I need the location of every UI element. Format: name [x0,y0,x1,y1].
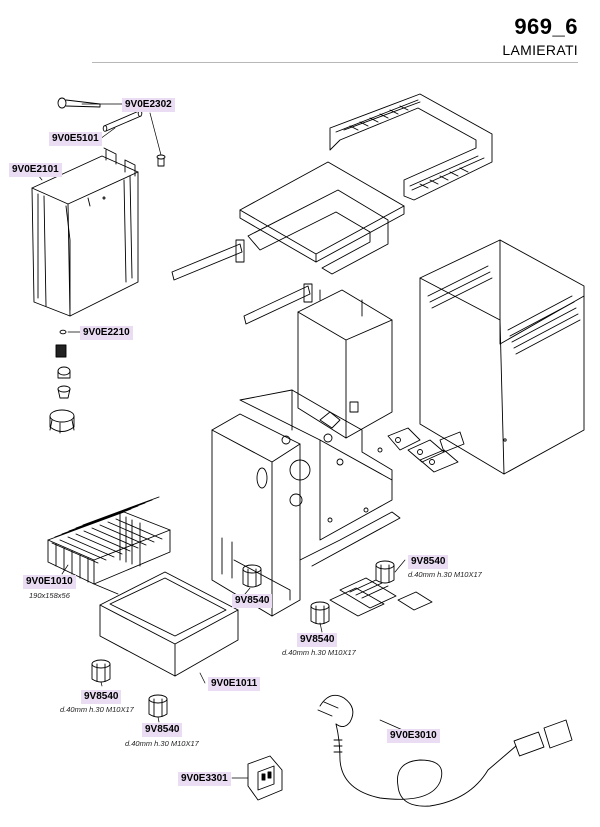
lid-bracket-drawing [247,189,389,275]
screw-top-drawing [57,97,101,109]
side-rail-right-drawing [243,283,313,325]
foot-center-drawing [310,601,330,625]
foot-bottom1-drawing [91,659,111,683]
drip-tray-drawing [99,571,239,677]
label-washer: 9V0E2210 [80,326,133,340]
label-pin: 9V0E5101 [49,132,102,146]
label-tank: 9V0E2101 [9,163,62,177]
boiler-box-drawing [297,289,393,439]
note-foot-center: d.40mm h.30 M10X17 [282,648,356,657]
label-screw-top: 9V0E2302 [122,98,175,112]
foot-right-drawing [375,560,395,584]
label-cable: 9V0E3010 [387,729,440,743]
power-cable-drawing [317,694,573,807]
washer-drawing [59,329,67,335]
pin-drawing [102,110,143,132]
label-grid: 9V0E1010 [23,575,76,589]
tank-drawing [31,147,139,317]
label-foot-bottom1: 9V8540 [81,690,122,704]
header-divider [92,62,578,63]
top-plate-drawing [239,161,405,263]
label-foot-left: 9V8540 [232,594,273,608]
label-foot-right: 9V8540 [408,555,449,569]
leader-lines [37,103,415,779]
screw-small-drawing [156,154,166,167]
cup-rail-drawing [329,93,493,201]
label-drip-tray: 9V0E1011 [208,677,261,691]
note-grid-size: 190x158x56 [29,591,70,600]
socket-drawing [247,755,283,801]
note-foot-bottom2: d.40mm h.30 M10X17 [125,739,199,748]
valve-stack-drawing [49,344,75,434]
grid-drawing [47,496,171,595]
foot-bottom2-drawing [148,694,168,718]
label-foot-center: 9V8540 [297,633,338,647]
note-foot-right: d.40mm h.30 M10X17 [408,570,482,579]
side-rail-left-drawing [171,239,245,281]
sheet-code: 969_6 [514,14,578,39]
label-socket: 9V0E3301 [178,772,231,786]
mount-plates-drawing [387,427,465,473]
note-foot-bottom1: d.40mm h.30 M10X17 [60,705,134,714]
chassis-drawing [211,389,401,617]
label-foot-bottom2: 9V8540 [142,723,183,737]
sheet-title: LAMIERATI [502,42,578,58]
side-cover-drawing [419,239,585,475]
bottom-plate-drawing [329,577,433,617]
foot-left-drawing [242,564,262,588]
